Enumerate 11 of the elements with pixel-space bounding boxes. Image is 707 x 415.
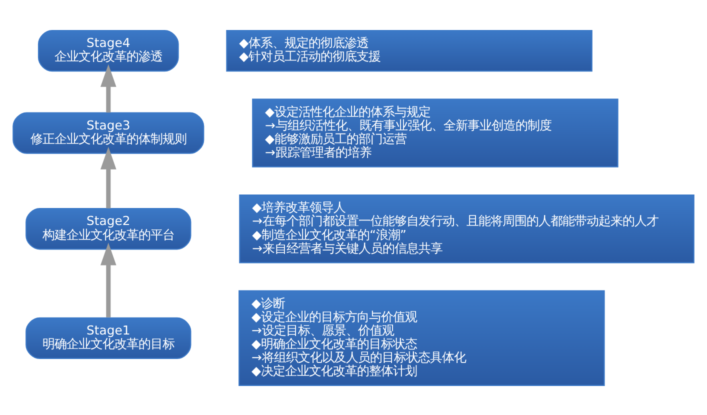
node-box: ◆培养改革领导人 →在每个部门都设置一位能够自发行动、且能将周围的人都能带动起来的人才 ◆制造企业文化改革的“浪潮” →来自经营者与关键人员的信息共享 [239, 194, 694, 263]
node-box: Stage1 明确企业文化改革的目标 [26, 316, 192, 358]
arrow [100, 146, 116, 208]
node-box: Stage2 构建企业文化改革的平台 [26, 208, 192, 250]
node-box: Stage3 修正企业文化改革的体制规则 [12, 112, 204, 154]
arrow [100, 64, 116, 112]
node-box: ◆体系、规定的彻底渗透 ◆针对员工活动的彻底支援 [226, 29, 592, 72]
node-box: ◆设定活性化企业的体系与规定 →与组织活性化、既有事业强化、全新事业创造的制度 ◆能够激励员工的部门运营 →跟踪管理者的培养 [252, 98, 618, 167]
node-box: Stage4 企业文化改革的渗透 [38, 29, 179, 72]
arrow [100, 242, 116, 317]
node-box: ◆诊断 ◆设定企业的目标方向与价值观 →设定目标、愿景、价值观 ◆明确企业文化改革的目标状态 →将组织文化以及人员的目标状态具体化 ◆决定企业文化改革的整体计划 [238, 290, 605, 386]
